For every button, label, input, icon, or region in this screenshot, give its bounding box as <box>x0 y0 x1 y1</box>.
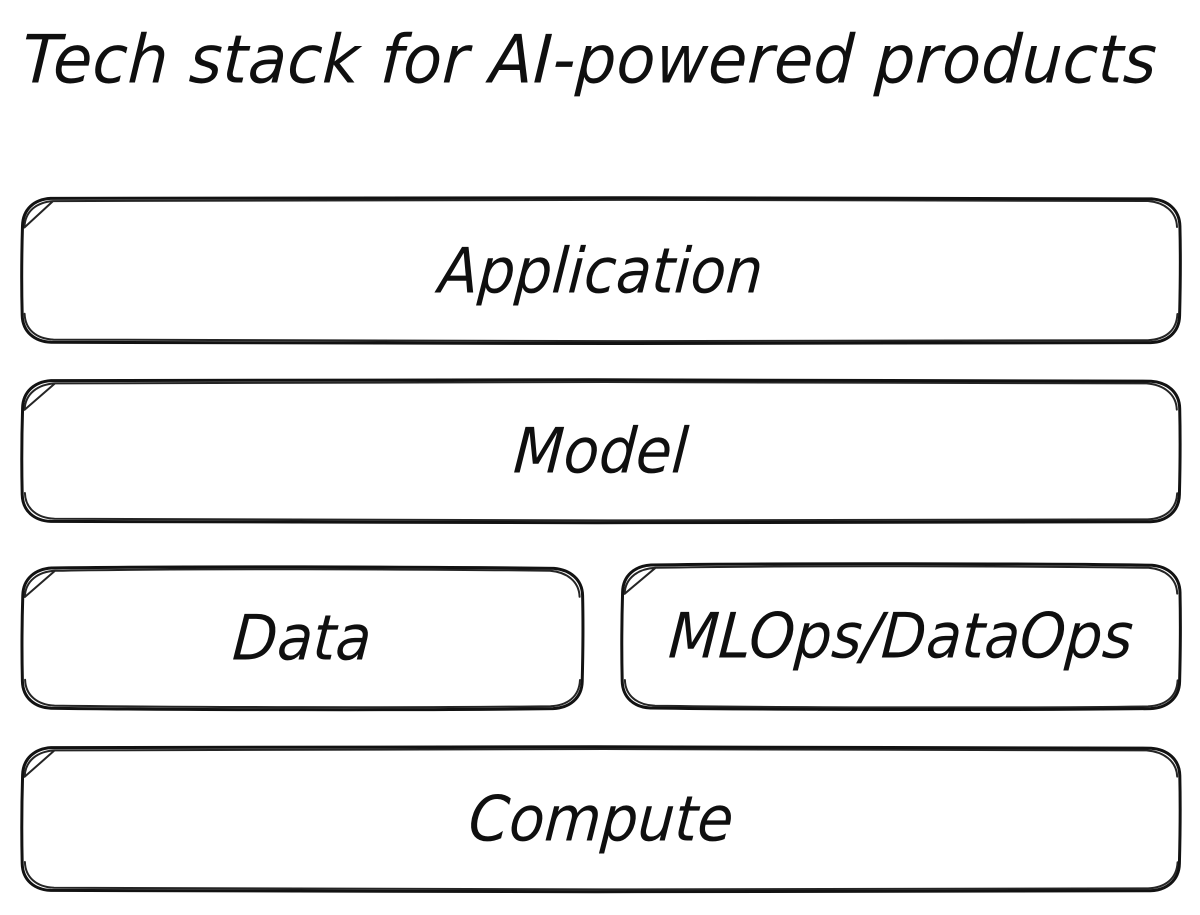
node-compute[interactable]: Compute <box>20 745 1182 894</box>
node-application[interactable]: Application <box>20 196 1182 346</box>
node-model[interactable]: Model <box>20 378 1182 525</box>
node-data-outline <box>20 565 585 712</box>
node-data[interactable]: Data <box>20 565 585 712</box>
node-data-label: Data <box>230 601 375 675</box>
node-mlops-dataops-outline <box>620 562 1182 712</box>
node-application-label: Application <box>436 233 766 308</box>
node-application-outline <box>20 196 1182 346</box>
node-mlops-dataops[interactable]: MLOps/DataOps <box>620 561 1182 712</box>
node-model-label: Model <box>511 414 691 488</box>
node-model-outline <box>20 378 1182 525</box>
node-compute-label: Compute <box>466 782 736 856</box>
node-compute-outline <box>20 745 1182 894</box>
page-title: Tech stack for AI-powered products <box>20 20 1160 99</box>
node-mlops-dataops-label: MLOps/DataOps <box>666 599 1136 673</box>
